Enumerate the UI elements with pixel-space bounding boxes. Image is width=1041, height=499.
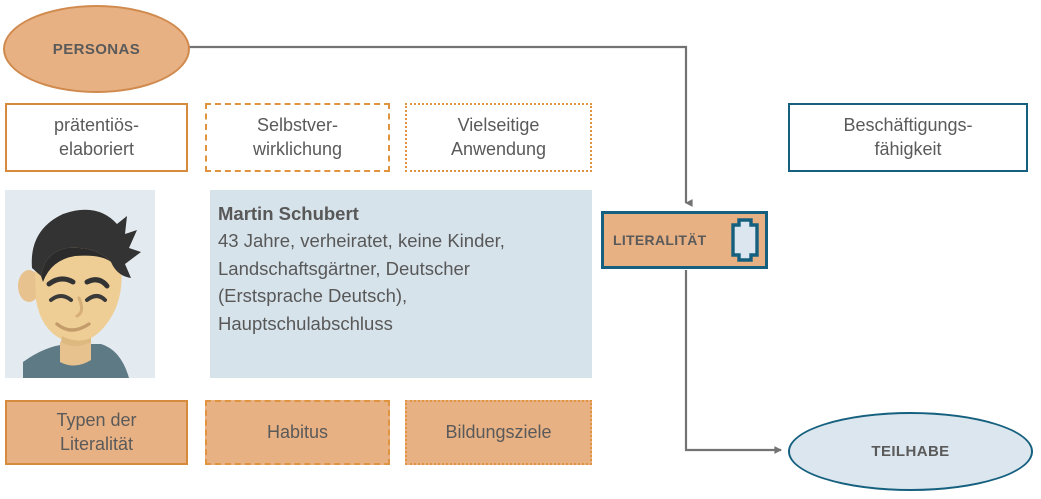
attribute-line-1: Vielseitige: [457, 115, 540, 136]
literalitaet-node[interactable]: LITERALITÄT: [601, 211, 768, 269]
concept-line-1: Bildungsziele: [445, 421, 552, 442]
employability-box[interactable]: Beschäftigungs- fähigkeit: [788, 103, 1028, 172]
attribute-line-2: Anwendung: [450, 138, 547, 159]
concept-box-typen-der-literalitaet[interactable]: Typen der Literalität: [5, 400, 188, 465]
employability-line-2: fähigkeit: [874, 138, 942, 159]
attribute-box-text: Selbstver- wirklichung: [253, 114, 342, 160]
concept-line-1: Typen der: [56, 410, 137, 431]
attribute-line-2: elaboriert: [58, 138, 135, 159]
concept-box-habitus[interactable]: Habitus: [205, 400, 390, 465]
attribute-box-vielseitige-anwendung[interactable]: Vielseitige Anwendung: [405, 103, 592, 172]
concept-line-2: Literalität: [59, 433, 134, 454]
attribute-line-1: prätentiös-: [53, 115, 140, 136]
attribute-box-text: Vielseitige Anwendung: [451, 114, 546, 160]
attribute-box-selbstverwirklichung[interactable]: Selbstver- wirklichung: [205, 103, 390, 172]
persona-details: 43 Jahre, verheiratet, keine Kinder, Lan…: [218, 230, 505, 334]
persona-name: Martin Schubert: [218, 203, 359, 224]
personas-label: PERSONAS: [52, 40, 141, 58]
employability-text: Beschäftigungs- fähigkeit: [843, 114, 972, 160]
concept-box-text: Habitus: [267, 421, 328, 444]
persona-avatar: [5, 190, 155, 378]
male-avatar-illustration: [5, 190, 155, 378]
connector-literalitaet-to-teilhabe: [684, 270, 783, 454]
personas-node[interactable]: PERSONAS: [3, 5, 190, 93]
teilhabe-node[interactable]: TEILHABE: [788, 412, 1033, 491]
attribute-line-1: Selbstver-: [256, 115, 338, 136]
concept-box-bildungsziele[interactable]: Bildungsziele: [405, 400, 592, 465]
literalitaet-label: LITERALITÄT: [613, 232, 707, 248]
concept-box-text: Bildungsziele: [445, 421, 551, 444]
concept-box-text: Typen der Literalität: [56, 409, 136, 455]
attribute-line-2: wirklichung: [252, 138, 343, 159]
attribute-box-text: prätentiös- elaboriert: [54, 114, 139, 160]
teilhabe-label: TEILHABE: [871, 443, 950, 460]
concept-line-1: Habitus: [266, 421, 329, 442]
employability-line-1: Beschäftigungs-: [843, 115, 973, 136]
persona-description-card: Martin Schubert 43 Jahre, verheiratet, k…: [210, 190, 592, 378]
book-icon: [731, 218, 759, 262]
attribute-box-praetentioes-elaboriert[interactable]: prätentiös- elaboriert: [5, 103, 188, 172]
